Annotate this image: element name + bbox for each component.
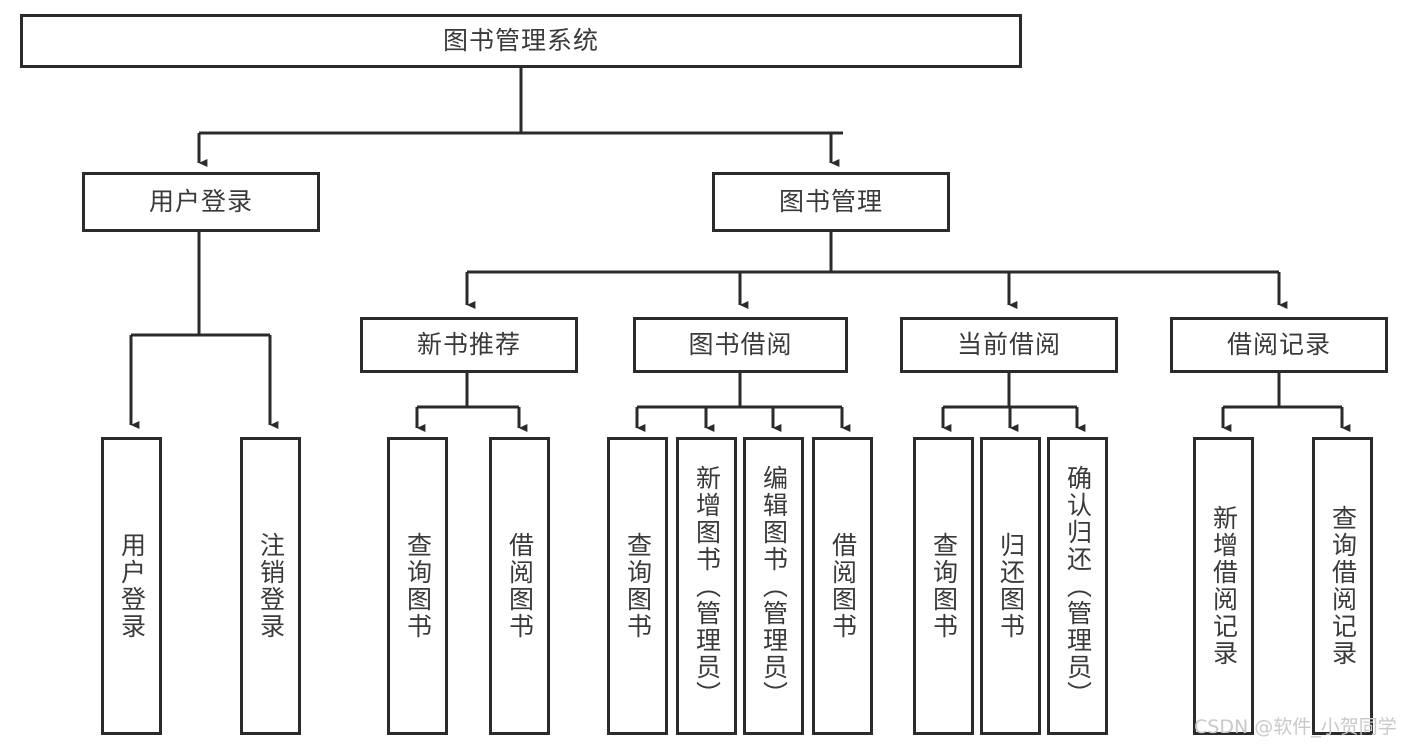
node-label: 图书借阅 [688, 330, 793, 360]
leaf-borrow-edit-book[interactable]: 编辑图书（管理员） [743, 437, 804, 735]
watermark: CSDN @软件_小贺同学 [1194, 716, 1397, 738]
node-label: 查询图书 [929, 532, 959, 640]
node-root-title[interactable]: 图书管理系统 [20, 14, 1022, 68]
leaf-user-logout[interactable]: 注销登录 [240, 437, 301, 735]
node-label: 确认归还（管理员） [1063, 464, 1093, 708]
node-label: 当前借阅 [956, 330, 1061, 360]
node-label: 借阅记录 [1226, 330, 1331, 360]
node-borrow-record[interactable]: 借阅记录 [1170, 317, 1388, 373]
node-label: 图书管理 [778, 187, 883, 217]
node-label: 注销登录 [256, 532, 286, 640]
node-label: 编辑图书（管理员） [759, 464, 789, 708]
leaf-current-query-book[interactable]: 查询图书 [913, 437, 974, 735]
node-book-management[interactable]: 图书管理 [712, 172, 950, 232]
leaf-record-query[interactable]: 查询借阅记录 [1312, 437, 1373, 735]
leaf-borrow-add-book[interactable]: 新增图书（管理员） [676, 437, 737, 735]
node-label: 新增借阅记录 [1209, 505, 1239, 667]
leaf-borrow-borrow-book[interactable]: 借阅图书 [812, 437, 873, 735]
node-label: 借阅图书 [828, 532, 858, 640]
leaf-borrow-query-book[interactable]: 查询图书 [607, 437, 668, 735]
node-new-book-recommend[interactable]: 新书推荐 [360, 317, 578, 373]
node-label: 归还图书 [996, 532, 1026, 640]
leaf-current-confirm-return[interactable]: 确认归还（管理员） [1047, 437, 1108, 735]
node-user-login[interactable]: 用户登录 [82, 172, 320, 232]
node-label: 借阅图书 [505, 532, 535, 640]
node-label: 查询图书 [403, 532, 433, 640]
node-label: 新增图书（管理员） [692, 464, 722, 708]
leaf-user-login[interactable]: 用户登录 [101, 437, 162, 735]
node-book-borrow[interactable]: 图书借阅 [633, 317, 848, 373]
node-label: 用户登录 [148, 187, 253, 217]
node-current-borrow[interactable]: 当前借阅 [900, 317, 1118, 373]
node-label: 图书管理系统 [442, 26, 599, 56]
leaf-recommend-borrow-book[interactable]: 借阅图书 [489, 437, 550, 735]
leaf-record-add[interactable]: 新增借阅记录 [1193, 437, 1254, 735]
leaf-recommend-query-book[interactable]: 查询图书 [387, 437, 448, 735]
node-label: 用户登录 [117, 532, 147, 640]
node-label: 新书推荐 [416, 330, 521, 360]
leaf-current-return-book[interactable]: 归还图书 [980, 437, 1041, 735]
node-label: 查询图书 [623, 532, 653, 640]
node-label: 查询借阅记录 [1328, 505, 1358, 667]
